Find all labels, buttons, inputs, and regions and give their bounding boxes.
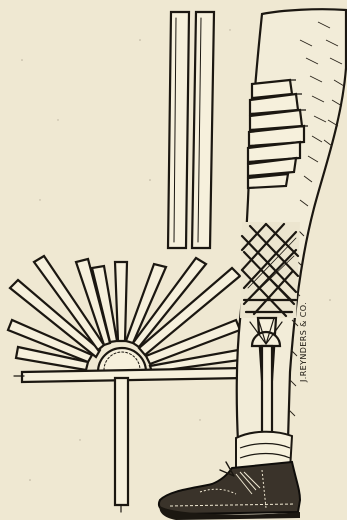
boot [159,462,300,520]
engraver-signature: J.REYNDERS & CO. [299,302,308,383]
long-plaster-strips [168,12,214,248]
fan-strip-bandage [8,256,244,512]
basket-weave-strips [240,222,300,318]
